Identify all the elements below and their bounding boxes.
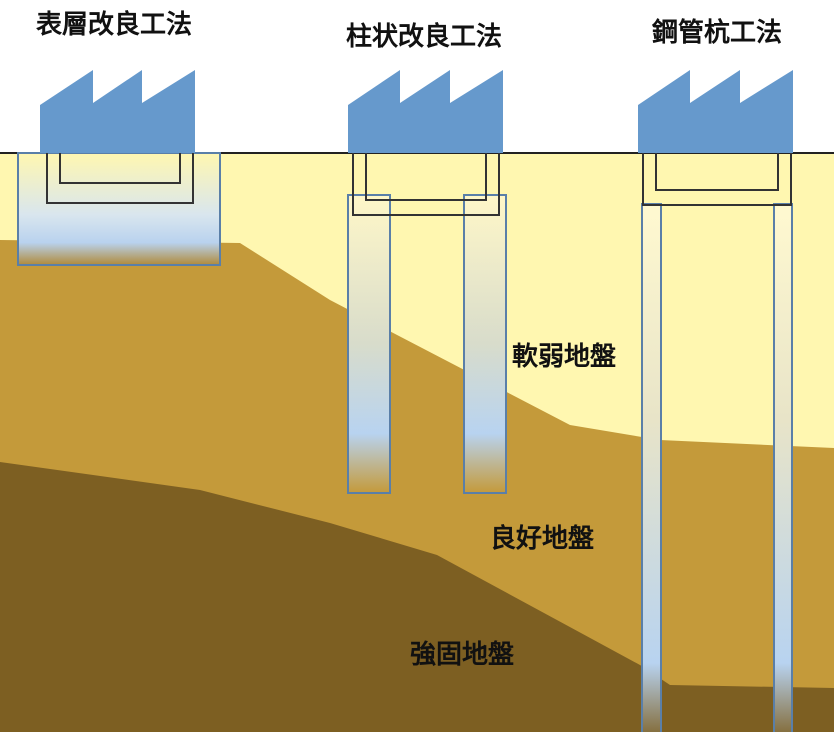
steel-pipe-pile-right (773, 203, 793, 732)
foundation-outline (352, 153, 500, 216)
soil-column-left (347, 194, 391, 494)
foundation-outline (642, 153, 792, 206)
method-label-column: 柱状改良工法 (346, 22, 503, 52)
building-icon (638, 70, 793, 153)
soil-column-right (463, 194, 507, 494)
method-label-steel-pipe: 鋼管杭工法 (652, 18, 783, 48)
building-icon (40, 70, 195, 153)
layer-label-soft: 軟弱地盤 (512, 342, 617, 372)
foundation-outline (46, 153, 194, 204)
layer-label-firm: 強固地盤 (410, 640, 515, 670)
firm-ground-layer (0, 462, 834, 732)
layer-label-good: 良好地盤 (490, 524, 595, 554)
steel-pipe-pile-left (641, 203, 662, 732)
building-icon (348, 70, 503, 153)
shallow-improvement-zone (17, 152, 221, 266)
method-label-shallow: 表層改良工法 (36, 10, 193, 40)
